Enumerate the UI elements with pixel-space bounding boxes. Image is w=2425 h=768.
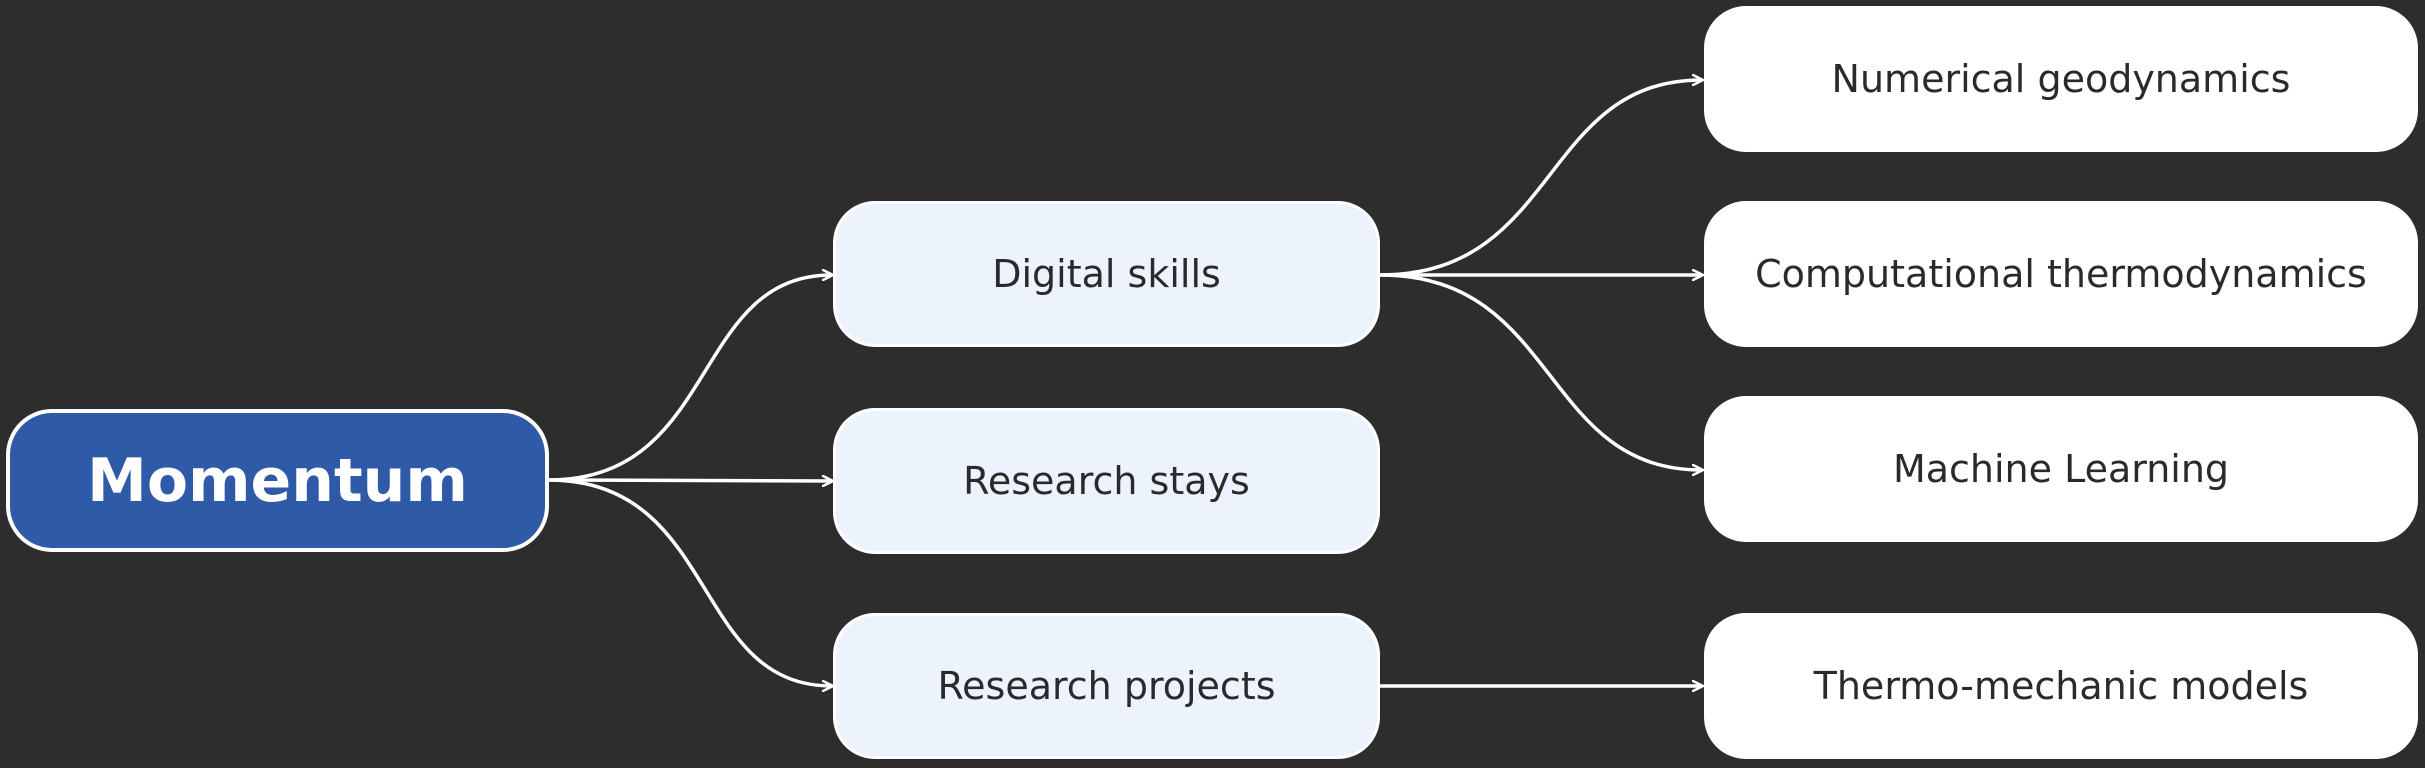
leaf-node-label: Numerical geodynamics [1831,57,2291,101]
branch-node-label: Research projects [937,664,1276,708]
leaf-node-computational-thermodynamics[interactable]: Computational thermodynamics [1704,201,2418,347]
branch-node-label: Research stays [963,459,1250,503]
edge-digital-skills-machine-learning [1379,273,1702,470]
leaf-node-thermo-mechanic-models[interactable]: Thermo-mechanic models [1704,613,2418,759]
root-node-momentum[interactable]: Momentum [6,409,549,552]
edge-momentum-digital-skills [547,275,832,482]
branch-node-digital-skills[interactable]: Digital skills [833,201,1380,347]
edge-momentum-research-stays [547,480,832,481]
branch-node-research-projects[interactable]: Research projects [833,613,1380,759]
edge-momentum-research-projects [547,478,832,686]
leaf-node-label: Computational thermodynamics [1755,252,2367,296]
root-node-label: Momentum [87,445,468,516]
branch-node-label: Digital skills [992,252,1221,296]
leaf-node-label: Machine Learning [1892,447,2230,491]
leaf-node-label: Thermo-mechanic models [1813,664,2309,708]
branch-node-research-stays[interactable]: Research stays [833,408,1380,554]
leaf-node-machine-learning[interactable]: Machine Learning [1704,396,2418,542]
leaf-node-numerical-geodynamics[interactable]: Numerical geodynamics [1704,6,2418,152]
edge-digital-skills-numerical-geodynamics [1379,80,1702,277]
